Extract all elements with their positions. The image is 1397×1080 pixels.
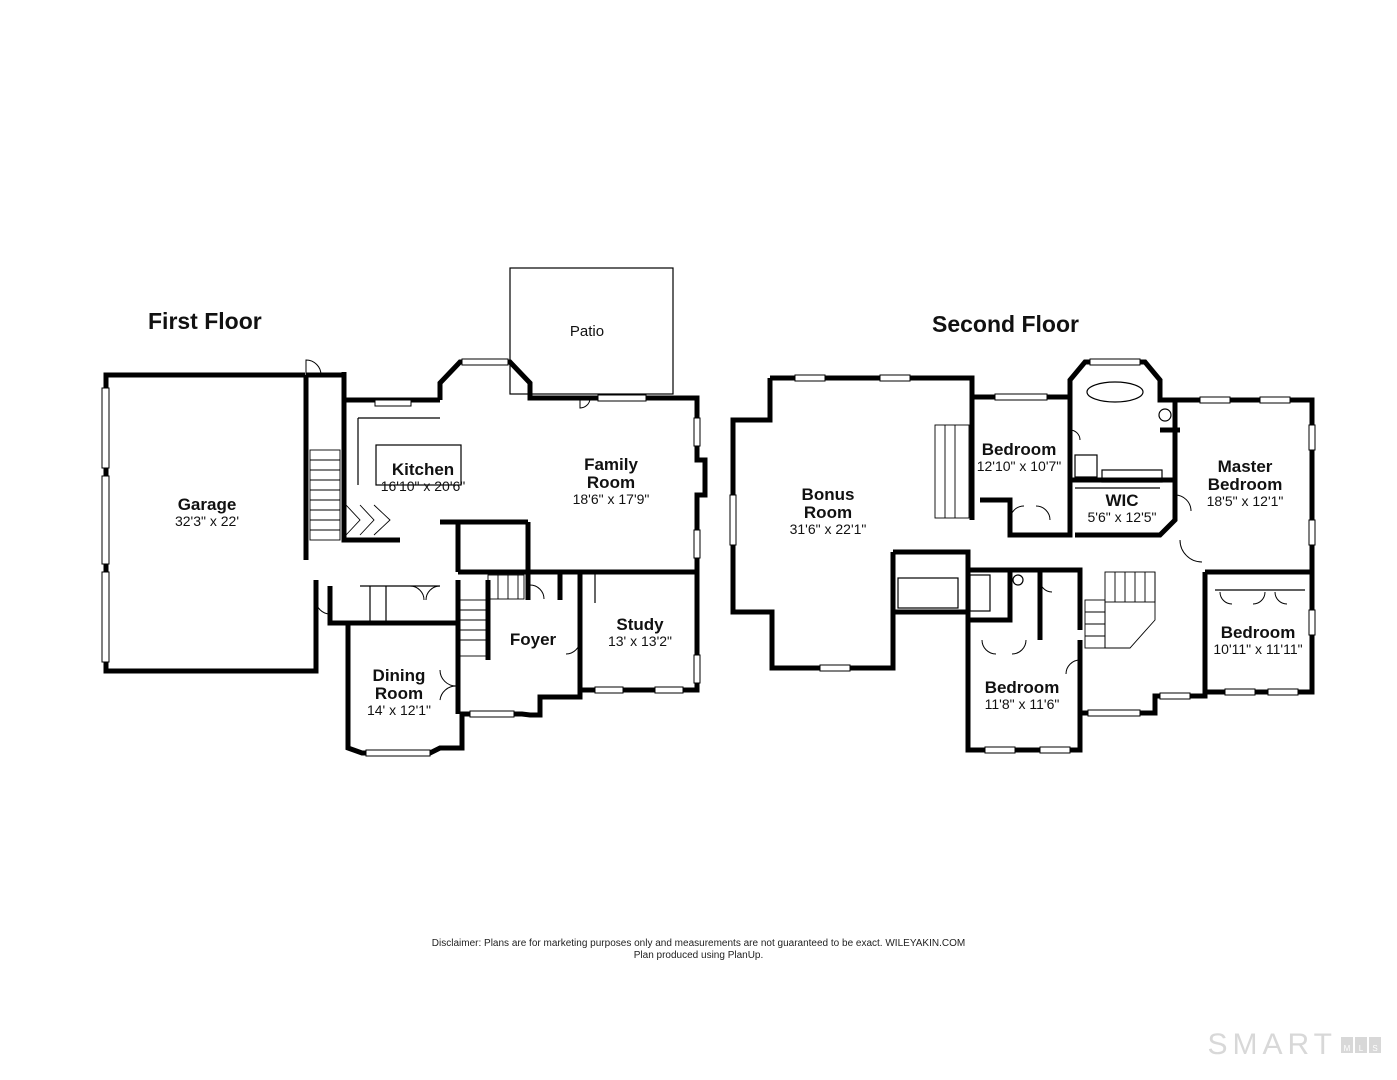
logo-letter-s: S [1369,1037,1381,1053]
logo-letter-l: L [1355,1037,1367,1053]
bedroom-2-label: Bedroom [982,440,1057,459]
bonus-room-dimensions: 31'6" x 22'1" [790,521,867,537]
bedroom-3-dimensions: 11'8" x 11'6" [985,696,1060,712]
master-bedroom-label-line2: Bedroom [1208,475,1283,494]
bedroom-3-label: Bedroom [985,678,1060,697]
second-floor-title: Second Floor [932,311,1079,337]
first-floor-title: First Floor [148,308,262,334]
wic-dimensions: 5'6" x 12'5" [1088,509,1157,525]
bedroom-4-label: Bedroom [1221,623,1296,642]
second-floor-doors [981,429,1288,675]
first-floor-windows [365,358,701,757]
logo-mls-boxes: M L S [1341,1037,1381,1053]
garage-label: Garage [178,495,237,514]
dining-room-dimensions: 14' x 12'1" [367,702,431,718]
foyer-label: Foyer [510,630,557,649]
garage-door-2 [101,475,110,565]
second-floor-windows [729,358,1316,754]
second-floor-fixtures [897,381,1172,612]
family-room-label-line1: Family [584,455,638,474]
dining-room-label-line1: Dining [373,666,426,685]
bonus-room-label-line1: Bonus [802,485,855,504]
patio-outline [509,267,674,395]
bedroom-4-dimensions: 10'11" x 11'11" [1213,641,1302,657]
master-bedroom-dimensions: 18'5" x 12'1" [1207,493,1284,509]
kitchen-dimensions: 16'10" x 20'6" [381,478,466,494]
wic-label: WIC [1105,491,1138,510]
second-floor-plan: Second Floor [729,311,1316,754]
smart-mls-logo: SMART M L S [1208,1028,1381,1062]
disclaimer-text: Disclaimer: Plans are for marketing purp… [431,938,966,949]
master-bedroom-label-line1: Master [1218,457,1273,476]
second-floor-stairs [934,424,1156,649]
garage-walls [101,372,319,674]
garage-dimensions: 32'3" x 22' [175,513,239,529]
family-room-dimensions: 18'6" x 17'9" [573,491,650,507]
garage-door-1 [101,387,110,469]
first-floor-plan: First Floor Patio [101,267,708,757]
first-floor-stairs [309,449,525,657]
garage-door-3 [101,571,110,663]
logo-wordmark: SMART [1207,1028,1337,1061]
bonus-room-label-line2: Room [804,503,852,522]
kitchen-label: Kitchen [392,460,454,479]
study-label: Study [616,615,664,634]
dining-room-label-line2: Room [375,684,423,703]
first-floor-walls [306,359,708,756]
study-dimensions: 13' x 13'2" [608,633,672,649]
plan-credit-text: Plan produced using PlanUp. [633,950,764,961]
logo-letter-m: M [1341,1037,1353,1053]
patio-label: Patio [570,323,604,340]
family-room-label-line2: Room [587,473,635,492]
first-floor-doors [305,359,591,701]
bedroom-2-dimensions: 12'10" x 10'7" [977,458,1062,474]
